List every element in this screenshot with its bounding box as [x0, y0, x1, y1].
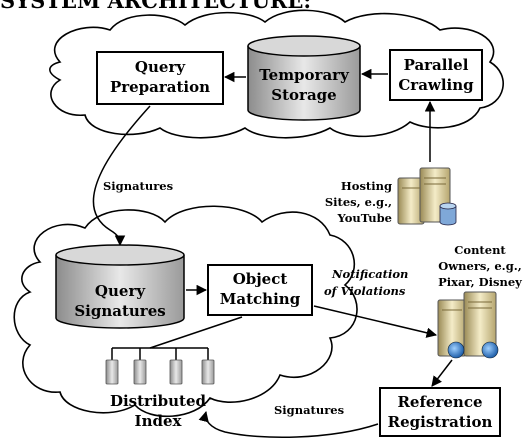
query-preparation-label-2: Preparation — [110, 78, 210, 96]
globe-icon — [481, 341, 499, 359]
signatures-top-label: Signatures — [103, 179, 173, 193]
parallel-crawling-label-1: Parallel — [404, 56, 469, 74]
index-server-icons — [105, 359, 215, 385]
distributed-index-label-2: Index — [135, 412, 183, 430]
notification-label-1: Notification — [331, 267, 408, 281]
reference-registration-label-2: Registration — [388, 413, 493, 431]
arrow-matching-to-owners — [313, 305, 438, 338]
content-owners-label-3: Pixar, Disney — [438, 275, 522, 289]
object-matching-label-2: Matching — [220, 290, 301, 308]
database-cylinder-icon — [439, 202, 457, 226]
distributed-index-tree — [111, 316, 243, 360]
reference-registration-label-1: Reference — [397, 393, 482, 411]
temporary-storage-label-1: Temporary — [259, 66, 350, 84]
query-signatures-label-2: Signatures — [74, 302, 165, 320]
signatures-bottom-label: Signatures — [274, 403, 344, 417]
query-preparation-label-1: Query — [135, 58, 186, 76]
parallel-crawling-label-2: Crawling — [398, 76, 474, 94]
hosting-sites-label-1: Hosting — [341, 179, 392, 193]
arrow-owners-to-registration — [431, 359, 453, 387]
arrow-registration-to-index — [198, 410, 379, 438]
hosting-sites-label-2: Sites, e.g., — [325, 195, 392, 209]
query-preparation-box — [96, 51, 224, 105]
reference-registration-box — [379, 387, 501, 437]
arrow-preparation-to-query-signatures — [92, 105, 151, 247]
query-signatures-cylinder — [55, 244, 185, 329]
object-matching-box — [207, 264, 313, 316]
hosting-sites-label-3: YouTube — [337, 211, 392, 225]
distributed-index-label-1: Distributed — [110, 392, 207, 410]
query-signatures-label-1: Query — [95, 282, 146, 300]
content-owners-label-2: Owners, e.g., — [438, 259, 522, 273]
heading: SYSTEM ARCHITECTURE: — [0, 0, 311, 13]
temporary-storage-label-2: Storage — [271, 86, 336, 104]
globe-icon — [447, 341, 465, 359]
content-owners-server-icon — [437, 291, 499, 359]
temporary-storage-cylinder — [247, 35, 361, 121]
content-owners-label-1: Content — [454, 243, 506, 257]
parallel-crawling-box — [389, 49, 483, 101]
object-matching-label-1: Object — [233, 270, 288, 288]
notification-label-2: of Violations — [324, 284, 406, 298]
hosting-sites-server-icon — [397, 167, 457, 226]
